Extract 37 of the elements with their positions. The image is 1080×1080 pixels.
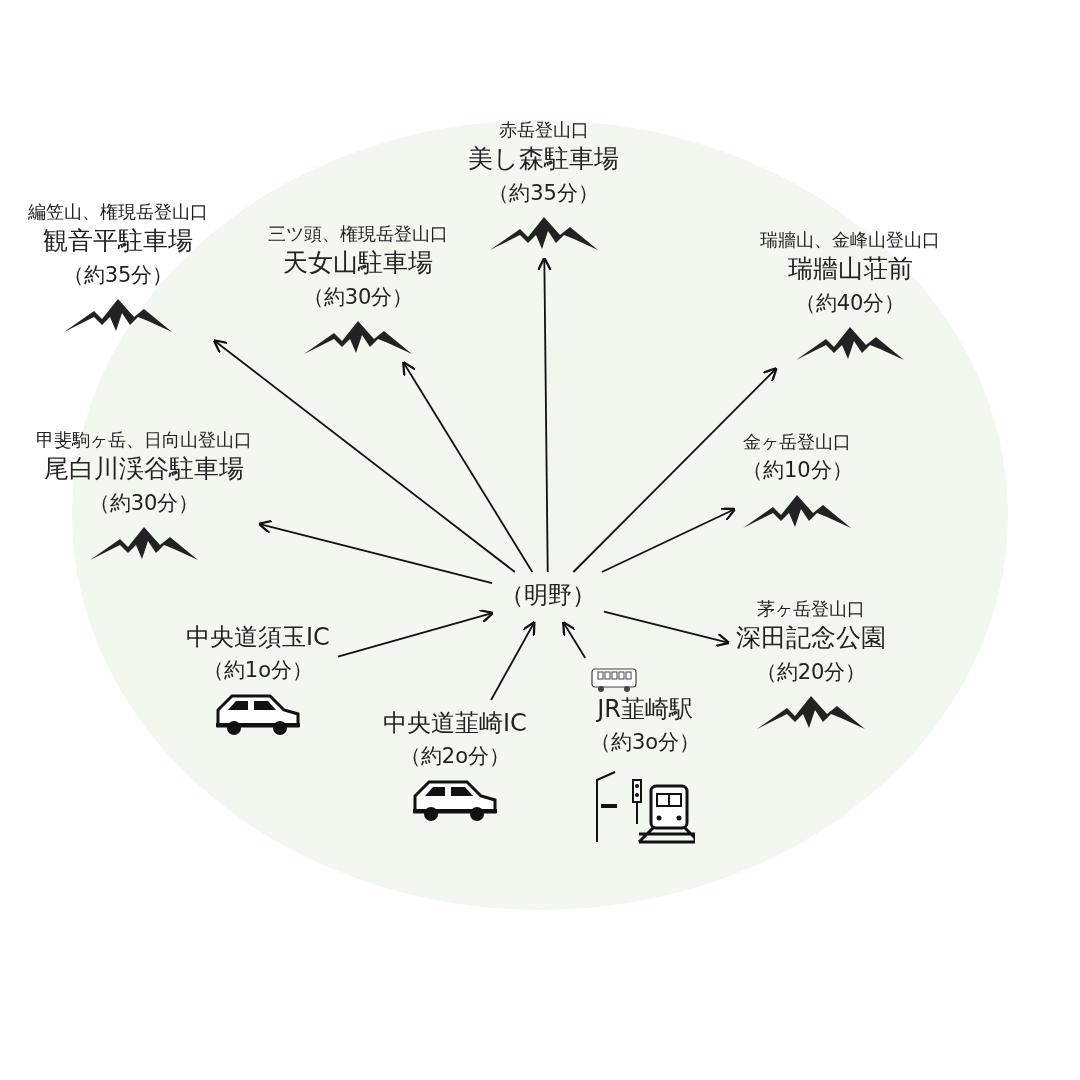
place-name: 深田記念公園 xyxy=(736,622,886,655)
place-name: （明野） xyxy=(500,580,596,611)
arrow xyxy=(603,610,731,648)
arrow xyxy=(212,339,516,573)
travel-time: （約10分） xyxy=(742,457,853,485)
place-name: 中央道韮崎IC xyxy=(383,708,527,739)
arrow xyxy=(601,507,737,573)
travel-time: （約30分） xyxy=(302,283,414,311)
arrow xyxy=(490,620,536,701)
arrow xyxy=(537,256,552,573)
trailhead-label: 瑞牆山、金峰山登山口 xyxy=(760,228,940,252)
place-name: 観音平駐車場 xyxy=(43,225,193,258)
travel-time: （約30分） xyxy=(88,489,200,517)
trailhead-label: 三ツ頭、権現岳登山口 xyxy=(268,222,448,246)
place-name: 天女山駐車場 xyxy=(283,247,433,280)
travel-time: （約35分） xyxy=(62,261,174,289)
arrow xyxy=(572,366,778,573)
place-name: 美し森駐車場 xyxy=(468,143,619,176)
trailhead-label: 編笠山、権現岳登山口 xyxy=(28,200,208,224)
place-name: 中央道須玉IC xyxy=(186,622,330,653)
travel-time: （約3o分） xyxy=(590,729,701,757)
trailhead-label: 甲斐駒ヶ岳、日向山登山口 xyxy=(36,428,252,452)
arrow xyxy=(561,620,587,659)
trailhead-label: 茅ヶ岳登山口 xyxy=(757,597,865,621)
trailhead-label: 赤岳登山口 xyxy=(498,118,589,142)
trailhead-label: 金ヶ岳登山口 xyxy=(743,430,852,454)
arrow xyxy=(402,360,534,573)
place-name: 瑞牆山荘前 xyxy=(787,253,913,286)
travel-time: （約2o分） xyxy=(399,743,511,771)
travel-time: （約20分） xyxy=(755,658,867,686)
travel-time: （約40分） xyxy=(794,289,906,317)
travel-time: （約35分） xyxy=(488,179,599,207)
arrow xyxy=(257,519,493,585)
travel-time: （約1o分） xyxy=(202,657,314,685)
place-name: JR韮崎駅 xyxy=(597,694,693,725)
arrow xyxy=(337,609,495,658)
place-name: 尾白川渓谷駐車場 xyxy=(44,453,244,486)
